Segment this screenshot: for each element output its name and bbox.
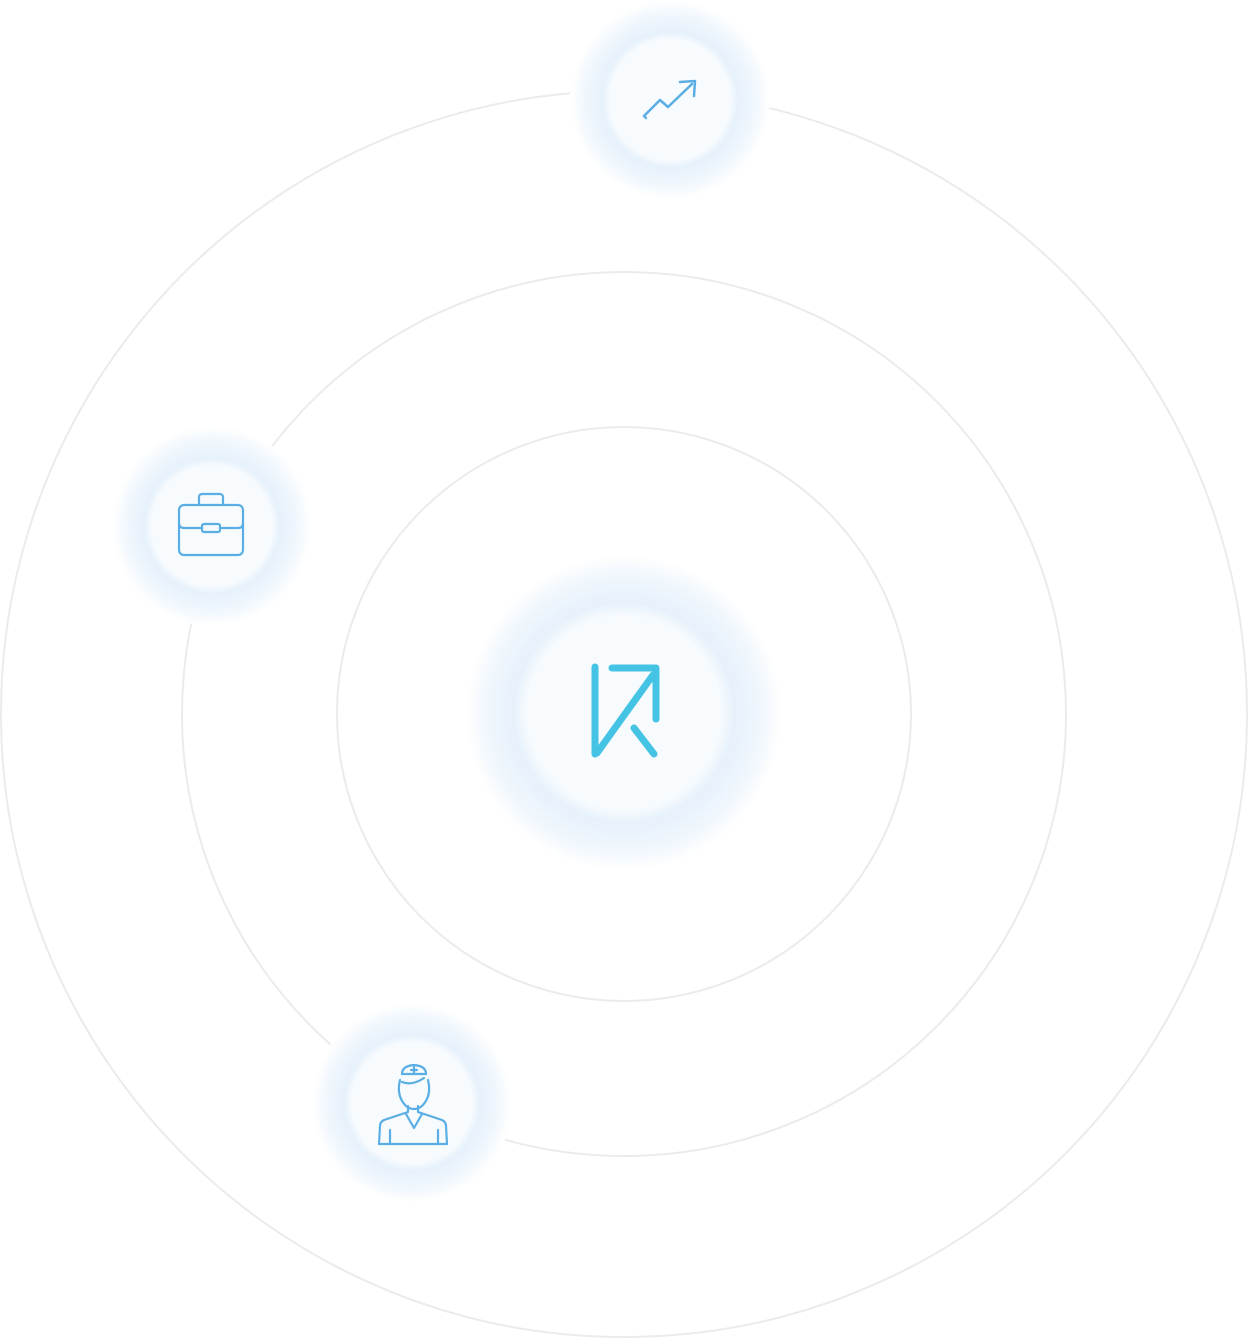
nurse-node[interactable] (312, 1003, 512, 1203)
nurse-icon (377, 1063, 449, 1146)
logo-icon (591, 663, 660, 758)
orbit-inner (336, 426, 912, 1002)
trending-up-icon (642, 79, 697, 120)
center-node (466, 555, 782, 871)
trending-node[interactable] (570, 0, 770, 200)
orbit-middle (181, 271, 1067, 1157)
briefcase-icon (177, 492, 245, 557)
briefcase-node[interactable] (112, 426, 312, 626)
